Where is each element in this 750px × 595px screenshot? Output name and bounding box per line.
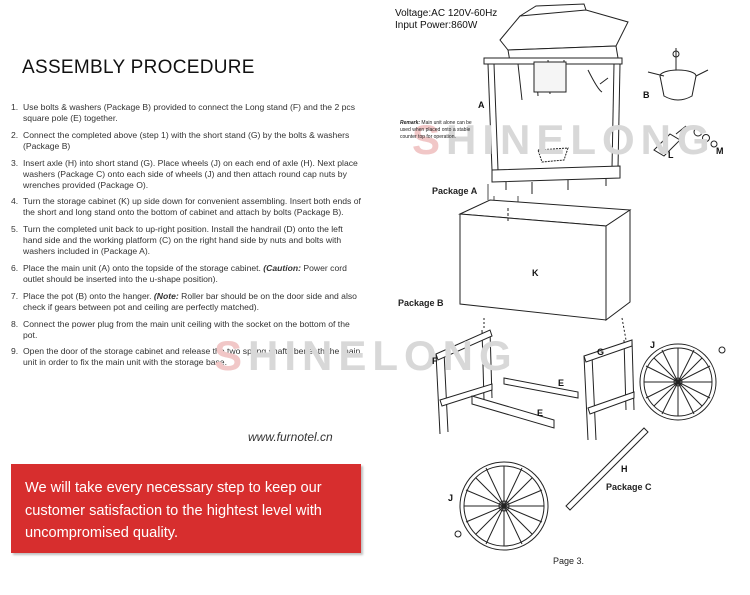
power-spec: Input Power:860W	[395, 20, 478, 31]
step-item: 2. Connect the completed above (step 1) w…	[11, 130, 363, 152]
step-text: Place the pot (B) onto the hanger.	[23, 290, 154, 301]
step-number: 9.	[11, 346, 19, 357]
part-label-m: M	[716, 146, 724, 156]
promo-text: We will take every necessary step to kee…	[25, 480, 322, 541]
package-a-label: Package A	[432, 186, 478, 196]
part-label-f: F	[432, 356, 438, 366]
step-number: 4.	[11, 196, 19, 207]
part-label-l: L	[668, 150, 674, 160]
wheel-right-drawing	[639, 343, 726, 421]
step-number: 2.	[11, 129, 19, 140]
watermark-middle: SHINELONG	[214, 332, 518, 379]
note-label: (Note:	[153, 290, 179, 301]
stand-frame-drawing	[435, 317, 635, 441]
part-label-g: G	[597, 347, 605, 357]
scoop-and-cups-drawing	[653, 125, 718, 157]
step-text: Connect the power plug from the main uni…	[23, 318, 350, 340]
part-label-a: A	[478, 100, 485, 110]
website-url: www.furnotel.cn	[248, 430, 333, 444]
cabinet-drawing	[458, 199, 632, 321]
step-item: 4. Turn the storage cabinet (K) up side d…	[11, 196, 363, 218]
step-item: 8. Connect the power plug from the main u…	[11, 319, 363, 341]
step-text: Use bolts & washers (Package B) provided…	[23, 102, 355, 123]
step-number: 1.	[11, 102, 19, 112]
step-item: 3. Insert axle (H) into short stand (G). …	[11, 158, 363, 191]
step-text: Turn the storage cabinet (K) up side dow…	[23, 196, 361, 218]
step-text: Turn the completed unit back to up-right…	[23, 224, 343, 257]
note-text: Roller bar should be on the door side an…	[23, 290, 357, 312]
step-text: Insert axle (H) into short stand (G). Pl…	[23, 157, 358, 190]
step-item: 5. Turn the completed unit back to up-rig…	[11, 224, 363, 257]
voltage-spec: Voltage:AC 120V-60Hz	[395, 8, 498, 19]
step-number: 6.	[11, 262, 19, 273]
wheel-left-drawing	[454, 461, 549, 551]
page-heading: ASSEMBLY PROCEDURE	[22, 57, 255, 78]
step-number: 8.	[11, 318, 19, 329]
part-label-e-lower: E	[537, 408, 544, 418]
part-label-h: H	[621, 464, 628, 474]
remark-text: Main unit alone can be used when placed …	[400, 120, 472, 140]
exploded-assembly-diagram	[435, 3, 726, 551]
package-c-label: Package C	[606, 482, 652, 492]
caution-text: Power cord outlet should be inserted int…	[23, 262, 347, 284]
step-item: 7. Place the pot (B) onto the hanger. (No…	[11, 291, 363, 313]
step-item: 1. Use bolts & washers (Package B) provid…	[11, 102, 363, 124]
step-text: Place the main unit (A) onto the topside…	[23, 262, 264, 273]
remark-note: Remark: Main unit alone can be used when…	[400, 120, 482, 141]
part-label-b: B	[643, 90, 650, 100]
specs-block: Voltage:AC 120V-60Hz Input Power:860W	[395, 8, 497, 32]
main-unit-drawing	[483, 3, 629, 194]
step-number: 5.	[11, 224, 19, 235]
step-number: 3.	[11, 157, 19, 168]
part-label-e-upper: E	[558, 378, 565, 388]
step-item: 9. Open the door of the storage cabinet a…	[11, 346, 363, 368]
watermark-top: SHINELONG	[412, 116, 716, 163]
part-label-j-right: J	[650, 340, 656, 350]
page-number: Page 3.	[553, 556, 585, 566]
part-label-k: K	[532, 268, 539, 278]
promo-banner: We will take every necessary step to kee…	[11, 464, 361, 553]
step-text: Connect the completed above (step 1) wit…	[23, 129, 350, 151]
caution-label: (Caution:	[263, 262, 302, 273]
step-item: 6. Place the main unit (A) onto the topsi…	[11, 263, 363, 285]
package-b-label: Package B	[398, 298, 444, 308]
assembly-steps: 1. Use bolts & washers (Package B) provid…	[11, 102, 363, 374]
axle-drawing	[565, 427, 649, 511]
part-label-j-left: J	[448, 493, 454, 503]
step-text: Open the door of the storage cabinet and…	[23, 346, 361, 368]
pot-drawing	[647, 48, 709, 101]
step-number: 7.	[11, 290, 19, 301]
remark-label: Remark:	[400, 120, 421, 126]
